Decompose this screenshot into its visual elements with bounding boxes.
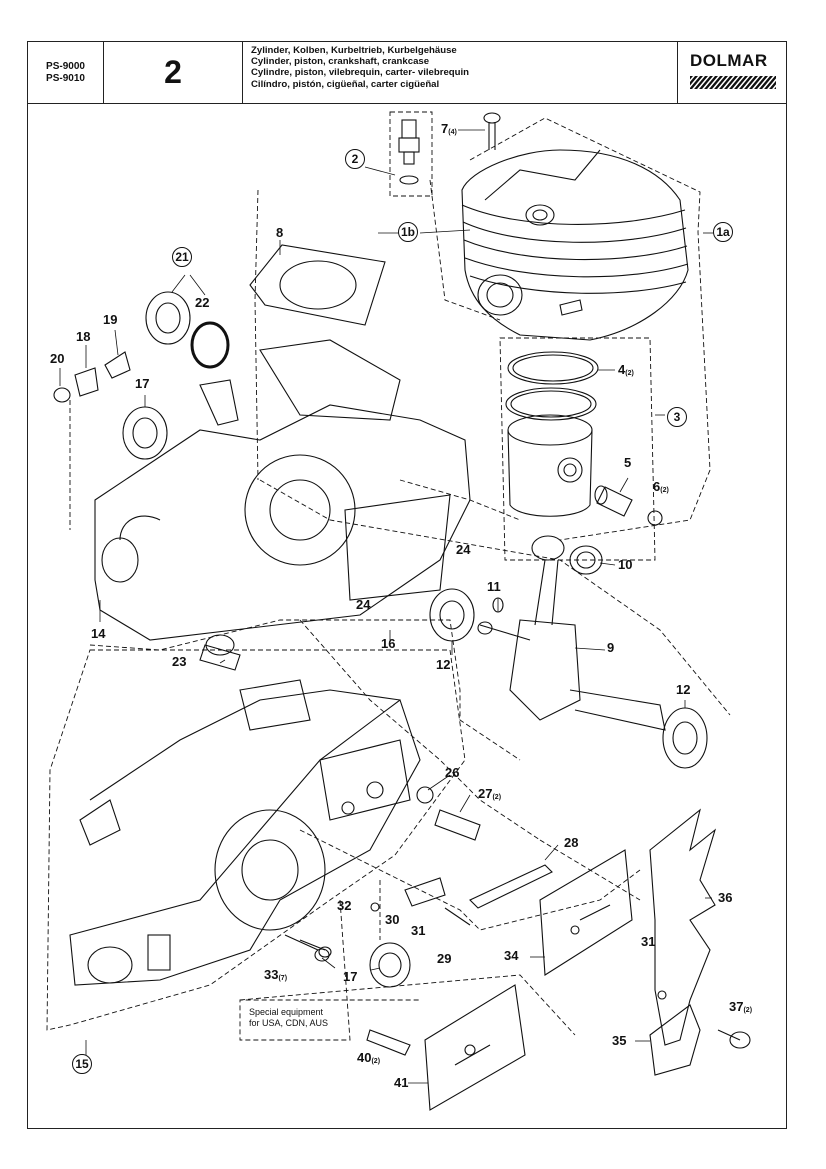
- label-10: 10: [618, 557, 633, 572]
- page-number: 2: [164, 54, 182, 90]
- label-34: 34: [504, 948, 519, 963]
- note-line-1: Special equipment: [249, 1007, 324, 1017]
- sheet-header: PS-9000 PS-9010 2 Zylinder, Kolben, Kurb…: [28, 42, 786, 104]
- label-8: 8: [276, 225, 284, 240]
- label-31-right: 31: [641, 934, 656, 949]
- section-titles: Zylinder, Kolben, Kurbeltrieb, Kurbelgeh…: [243, 42, 678, 103]
- label-22: 22: [195, 295, 210, 310]
- label-19: 19: [103, 312, 118, 327]
- callout-21: 21: [172, 247, 192, 267]
- sleeve: [199, 644, 241, 671]
- label-24-a: 24: [456, 542, 471, 557]
- title-es: Cilíndro, pistón, cigüeñal, carter cigüe…: [251, 78, 440, 90]
- label-30: 30: [385, 912, 400, 927]
- label-33: 33(7): [264, 967, 288, 983]
- label-24-b: 24: [356, 597, 371, 612]
- title-fr: Cylindre, piston, vilebrequin, carter- v…: [251, 67, 470, 79]
- callout-1b: 1b: [398, 222, 418, 242]
- needle-bearing: [569, 545, 603, 575]
- piston: [507, 414, 593, 517]
- label-27: 27(2): [478, 786, 502, 802]
- callout-2: 2: [345, 149, 365, 169]
- label-7: 7(4): [441, 121, 457, 137]
- label-37: 37(2): [729, 999, 753, 1015]
- label-4: 4(2): [618, 362, 634, 378]
- callout-1a: 1a: [713, 222, 733, 242]
- lower-crankcase: [69, 679, 421, 986]
- label-20: 20: [50, 351, 65, 366]
- oil-seal-upper: [122, 406, 168, 460]
- logo-stripes-icon: [690, 76, 776, 89]
- leader-lines: [59, 129, 715, 1084]
- label-18: 18: [76, 329, 91, 344]
- ball-bearings: [429, 588, 708, 769]
- label-32: 32: [337, 898, 352, 913]
- page-number-cell: 2: [104, 42, 243, 103]
- cylinder-screw: [483, 112, 501, 150]
- decompression-valve: [398, 119, 420, 185]
- cylinder: [461, 149, 689, 341]
- parts-sheet: PS-9000 PS-9010 2 Zylinder, Kolben, Kurb…: [27, 41, 787, 1129]
- model-cell: PS-9000 PS-9010: [28, 42, 104, 103]
- model-code: PS-9010: [46, 72, 85, 84]
- brand-name: DOLMAR: [690, 51, 768, 70]
- label-16: 16: [381, 636, 396, 651]
- label-41: 41: [394, 1075, 409, 1090]
- label-35: 35: [612, 1033, 627, 1048]
- group-outlines: [46, 111, 731, 1041]
- brand-logo: DOLMAR: [678, 42, 788, 103]
- callout-3: 3: [667, 407, 687, 427]
- label-17-upper: 17: [135, 376, 150, 391]
- label-6: 6(2): [653, 479, 669, 495]
- label-17-lower: 17: [343, 969, 358, 984]
- bumper-spike: [649, 808, 717, 1046]
- label-12-left: 12: [436, 657, 451, 672]
- note-line-2: for USA, CDN, AUS: [249, 1018, 329, 1028]
- piston-pin: [594, 485, 663, 526]
- title-en: Cylinder, piston, crankshaft, crankcase: [251, 56, 430, 68]
- label-9: 9: [607, 640, 615, 655]
- special-plate: [366, 984, 526, 1111]
- crankcase-screw: [284, 934, 330, 962]
- callout-15: 15: [72, 1054, 92, 1074]
- impulse-parts: [53, 291, 239, 426]
- intake-gasket: [249, 244, 386, 326]
- label-5: 5: [624, 455, 632, 470]
- label-40: 40(2): [357, 1050, 381, 1066]
- piston-rings: [505, 351, 599, 421]
- crankcase: [94, 339, 471, 656]
- model-code: PS-9000: [46, 60, 85, 72]
- label-14: 14: [91, 626, 106, 641]
- label-31-left: 31: [411, 923, 426, 938]
- label-28: 28: [564, 835, 579, 850]
- label-29: 29: [437, 951, 452, 966]
- special-equipment-note: Special equipment for USA, CDN, AUS: [249, 1007, 328, 1029]
- spike-bracket: [649, 1004, 751, 1076]
- title-de: Zylinder, Kolben, Kurbeltrieb, Kurbelgeh…: [251, 45, 457, 56]
- label-36: 36: [718, 890, 733, 905]
- label-26: 26: [445, 765, 460, 780]
- label-11: 11: [487, 579, 501, 594]
- label-23: 23: [172, 654, 187, 669]
- chain-plate: [539, 849, 633, 976]
- small-parts: [299, 786, 553, 988]
- label-12-right: 12: [676, 682, 691, 697]
